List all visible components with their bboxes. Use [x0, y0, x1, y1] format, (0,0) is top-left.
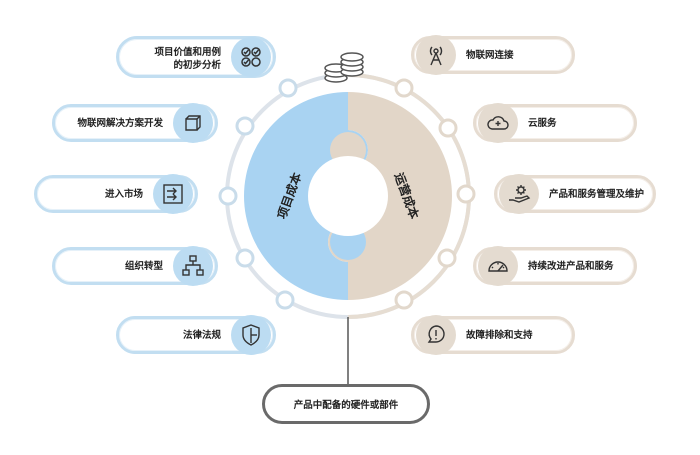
left-item-1-label: 物联网解决方案开发: [77, 118, 163, 129]
right-item-0: 物联网连接: [411, 35, 575, 75]
right-item-4-label: 故障排除和支持: [466, 330, 533, 341]
left-item-3: 组织转型: [52, 246, 218, 286]
right-item-2-label: 产品和服务管理及维护: [549, 189, 645, 200]
left-item-4: 法律法规: [116, 315, 276, 355]
left-item-1: 物联网解决方案开发: [52, 103, 218, 143]
right-item-3: 持续改进产品和服务: [473, 246, 637, 286]
right-item-1: 云服务: [473, 103, 637, 143]
right-item-3-label: 持续改进产品和服务: [528, 261, 614, 272]
cloud-icon: [478, 103, 518, 143]
left-item-3-label: 组织转型: [124, 261, 163, 272]
cube-icon: [173, 103, 213, 143]
right-item-4: 故障排除和支持: [411, 315, 575, 355]
right-item-0-label: 物联网连接: [466, 50, 514, 61]
left-item-0-line2: 的初步分析: [173, 60, 221, 71]
gear-hand-icon: [499, 174, 539, 214]
hardware-components-box: 产品中配备的硬件或部件: [262, 384, 430, 424]
alert-bubble-icon: [416, 315, 456, 355]
center-hole: [308, 156, 388, 236]
ring-nodes: [218, 78, 476, 310]
org-chart-icon: [173, 246, 213, 286]
left-item-2-label: 进入市场: [104, 189, 143, 200]
left-item-4-label: 法律法规: [182, 330, 221, 341]
right-item-1-label: 云服务: [528, 118, 557, 129]
left-item-0: 项目价值和用例 的初步分析: [116, 36, 276, 78]
left-item-2: 进入市场: [34, 174, 198, 214]
shield-icon: [231, 315, 271, 355]
hardware-components-label: 产品中配备的硬件或部件: [293, 400, 399, 411]
antenna-icon: [416, 35, 456, 75]
checklist-icon: [231, 37, 271, 77]
gauge-icon: [478, 246, 518, 286]
right-item-2: 产品和服务管理及维护: [494, 174, 656, 214]
left-item-0-line1: 项目价值和用例: [154, 47, 221, 58]
coins-icon: [324, 52, 364, 83]
arrows-in-icon: [153, 174, 193, 214]
